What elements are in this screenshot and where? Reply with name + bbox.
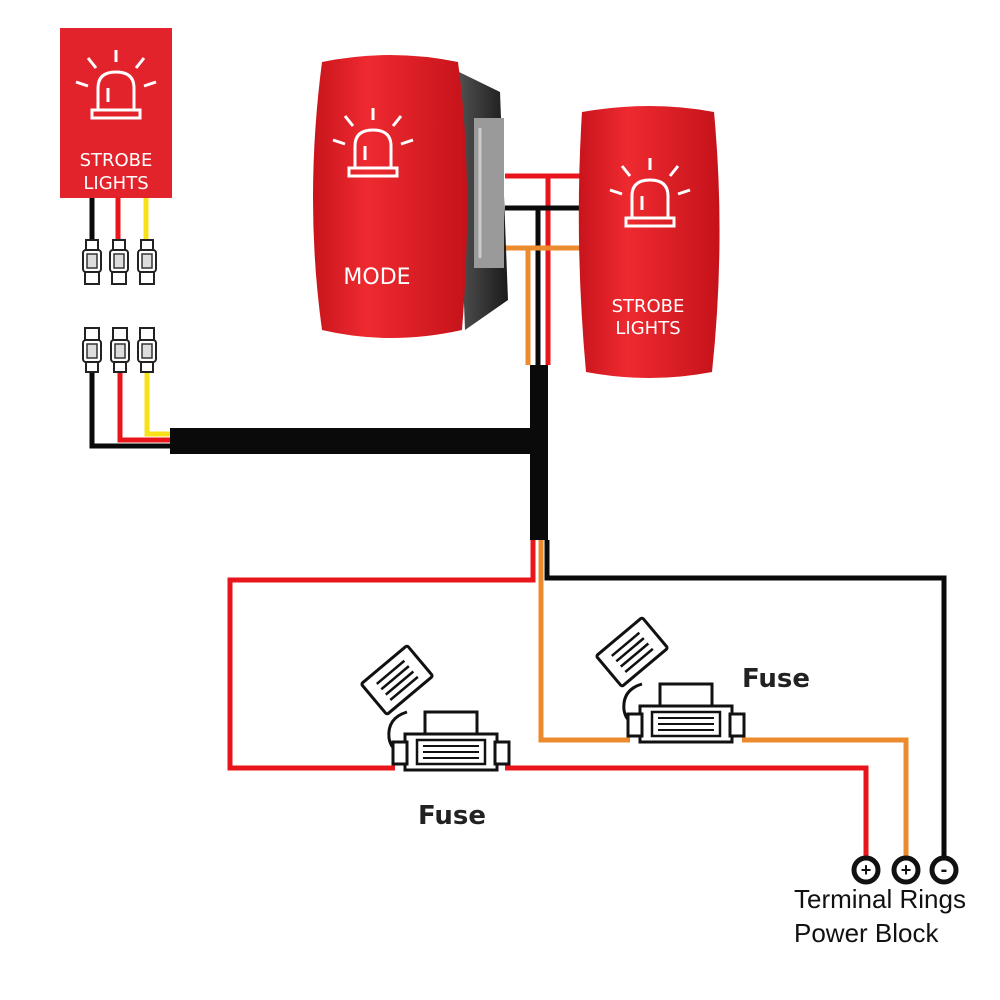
terminal-plus-2: + [901, 860, 912, 880]
terminal-ring-icon [851, 855, 881, 885]
switch-wire-orange [505, 245, 531, 365]
wires [89, 173, 947, 858]
power-wire-orange [538, 540, 630, 743]
spade-connector-icon [82, 239, 102, 285]
terminal-rings: + + - [851, 855, 959, 885]
fuse-left: Fuse [359, 643, 511, 831]
mode-rocker-switch: MODE [313, 55, 508, 338]
spade-connector-icon [110, 327, 130, 373]
strobe-switch-label-line1: STROBE [612, 296, 685, 317]
mode-switch-label: MODE [343, 265, 410, 290]
harness-wire-yellow [144, 372, 175, 437]
fuse-right-label: Fuse [742, 664, 810, 694]
harness-trunk-horizontal [170, 428, 546, 454]
switch-wire-black-a [505, 205, 541, 365]
fuse-icon [359, 643, 511, 772]
power-wire-orange-out [742, 737, 909, 858]
fuse-right: Fuse [594, 615, 810, 744]
harness-wire-black [89, 372, 175, 449]
terminal-ring-icon [929, 855, 959, 885]
harness-wire-red [117, 372, 175, 443]
strobe-rocker-switch: STROBE LIGHTS [578, 106, 720, 378]
badge-label-line1: STROBE [80, 150, 153, 171]
strobe-switch-label-line2: LIGHTS [615, 318, 680, 339]
terminal-ring-icon [891, 855, 921, 885]
fuse-left-label: Fuse [418, 801, 486, 831]
fuse-icon [594, 615, 746, 744]
spade-connector-icon [137, 327, 157, 373]
ground-wire-black [544, 540, 947, 858]
terminal-minus: - [941, 859, 948, 881]
terminal-plus-1: + [861, 860, 872, 880]
terminal-rings-label: Terminal Rings [794, 884, 966, 914]
spade-connector-icon [109, 239, 129, 285]
spade-connector-icon [137, 239, 157, 285]
spade-connector-icon [82, 327, 102, 373]
spade-connectors-top [82, 239, 157, 285]
power-wire-red-out [505, 765, 869, 858]
power-block-label: Power Block [794, 918, 939, 948]
strobe-lights-badge: STROBE LIGHTS [60, 28, 172, 198]
badge-label-line2: LIGHTS [83, 173, 148, 194]
power-wire-red [227, 540, 536, 771]
spade-connectors-bottom [82, 327, 157, 373]
harness-trunk-vertical [530, 365, 548, 540]
